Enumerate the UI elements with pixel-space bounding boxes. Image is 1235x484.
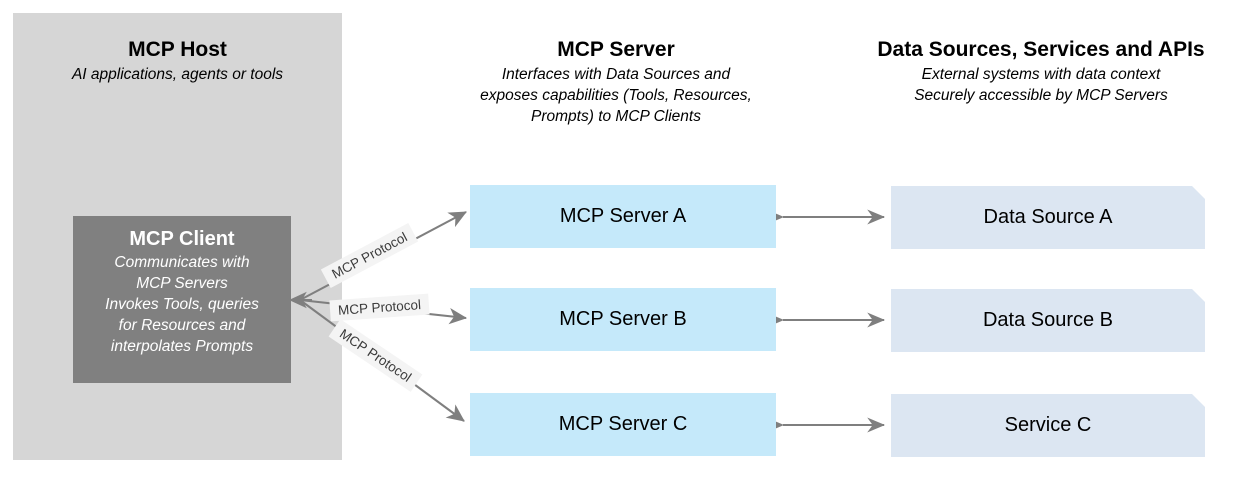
mcp-host-header: MCP Host AI applications, agents or tool… [13, 36, 342, 85]
mcp-client-desc-line3: Invokes Tools, queries [105, 296, 259, 313]
data-source-b-box[interactable]: Data Source B [891, 289, 1205, 352]
mcp-server-c-box[interactable]: MCP Server C [470, 393, 776, 456]
mcp-client-desc-line4: for Resources and [118, 317, 246, 334]
service-c-box[interactable]: Service C [891, 394, 1205, 457]
data-sources-header: Data Sources, Services and APIs External… [855, 36, 1227, 106]
data-source-b-label: Data Source B [982, 309, 1114, 331]
data-sources-subtitle-line1: External systems with data context [921, 66, 1161, 83]
mcp-client-desc-line5: interpolates Prompts [110, 338, 254, 355]
mcp-protocol-label-c: MCP Protocol [328, 319, 423, 392]
data-sources-subtitle-line2: Securely accessible by MCP Servers [914, 87, 1168, 104]
mcp-server-a-label: MCP Server A [559, 205, 687, 227]
mcp-server-b-box[interactable]: MCP Server B [470, 288, 776, 351]
mcp-client-box[interactable]: MCP Client Communicates with MCP Servers… [73, 216, 291, 383]
service-c-label: Service C [1004, 414, 1092, 436]
mcp-client-desc-line2: MCP Servers [136, 275, 228, 292]
mcp-server-title: MCP Server [557, 38, 675, 61]
data-sources-title: Data Sources, Services and APIs [877, 38, 1205, 61]
data-source-a-box[interactable]: Data Source A [891, 186, 1205, 249]
mcp-host-subtitle: AI applications, agents or tools [71, 66, 284, 83]
mcp-protocol-label-b: MCP Protocol [329, 293, 430, 322]
mcp-server-subtitle-line2: exposes capabilities (Tools, Resources, [480, 87, 752, 104]
mcp-host-title: MCP Host [128, 38, 227, 61]
mcp-client-title: MCP Client [129, 228, 235, 250]
mcp-server-c-label: MCP Server C [558, 413, 688, 435]
mcp-server-b-label: MCP Server B [559, 308, 687, 330]
mcp-server-a-box[interactable]: MCP Server A [470, 185, 776, 248]
mcp-server-header: MCP Server Interfaces with Data Sources … [455, 36, 777, 127]
mcp-client-desc-line1: Communicates with [114, 254, 250, 271]
mcp-server-subtitle-line3: Prompts) to MCP Clients [531, 108, 701, 125]
data-source-a-label: Data Source A [983, 206, 1113, 228]
mcp-server-subtitle-line1: Interfaces with Data Sources and [501, 66, 731, 83]
